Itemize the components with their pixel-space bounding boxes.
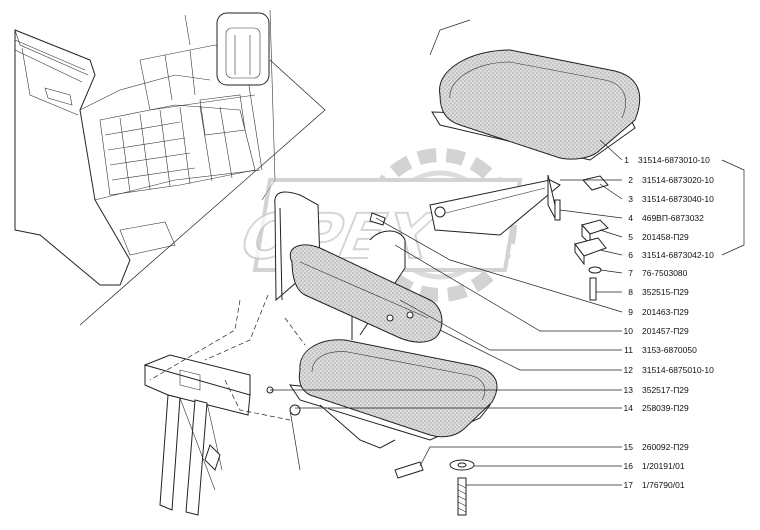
part-number: 1 xyxy=(624,155,629,165)
part-code: 3153-6870050 xyxy=(642,345,697,355)
part-code: 201457-П29 xyxy=(642,326,689,336)
part-number: 17 xyxy=(624,480,634,490)
part-code: 201458-П29 xyxy=(642,232,689,242)
part-number: 10 xyxy=(624,326,634,336)
backrest-assembly xyxy=(274,191,443,343)
part-code: 1/20191/01 xyxy=(642,461,685,471)
part-number: 9 xyxy=(628,307,633,317)
assembly-lines xyxy=(79,19,471,471)
part-code: 352517-П29 xyxy=(642,385,689,395)
part-number: 4 xyxy=(628,213,633,223)
part-code: 201463-П29 xyxy=(642,307,689,317)
part-labels: 1 31514-6873010-10 2 31514-6873020-10 3 … xyxy=(624,155,715,490)
part-number: 14 xyxy=(624,403,634,413)
seat-base-frame xyxy=(143,354,251,516)
part-code: 31514-6873042-10 xyxy=(642,250,714,260)
part-number: 16 xyxy=(624,461,634,471)
part-code: 31514-6875010-10 xyxy=(642,365,714,375)
lower-cushion xyxy=(266,339,498,449)
part-code: 258039-П29 xyxy=(642,403,689,413)
part-code: 76-7503080 xyxy=(642,268,688,278)
part-code: 469ВП-6873032 xyxy=(642,213,704,223)
part-code: 260092-П29 xyxy=(642,442,689,452)
part-number: 2 xyxy=(628,175,633,185)
part-code: 31514-6873020-10 xyxy=(642,175,714,185)
bottom-fasteners xyxy=(394,459,475,516)
part-number: 6 xyxy=(628,250,633,260)
part-number: 7 xyxy=(628,268,633,278)
part-number: 3 xyxy=(628,194,633,204)
part-number: 15 xyxy=(624,442,634,452)
vehicle-interior xyxy=(14,9,276,286)
part-number: 8 xyxy=(628,287,633,297)
upper-cushion xyxy=(431,49,641,161)
part-number: 12 xyxy=(624,365,634,375)
leader-lines xyxy=(270,139,745,486)
part-code: 31514-6873040-10 xyxy=(642,194,714,204)
part-code: 352515-П29 xyxy=(642,287,689,297)
part-number: 11 xyxy=(624,345,633,355)
part-number: 5 xyxy=(628,232,633,242)
part-code: 31514-6873010-10 xyxy=(638,155,710,165)
part-code: 1/76790/01 xyxy=(642,480,685,490)
part-number: 13 xyxy=(624,385,634,395)
